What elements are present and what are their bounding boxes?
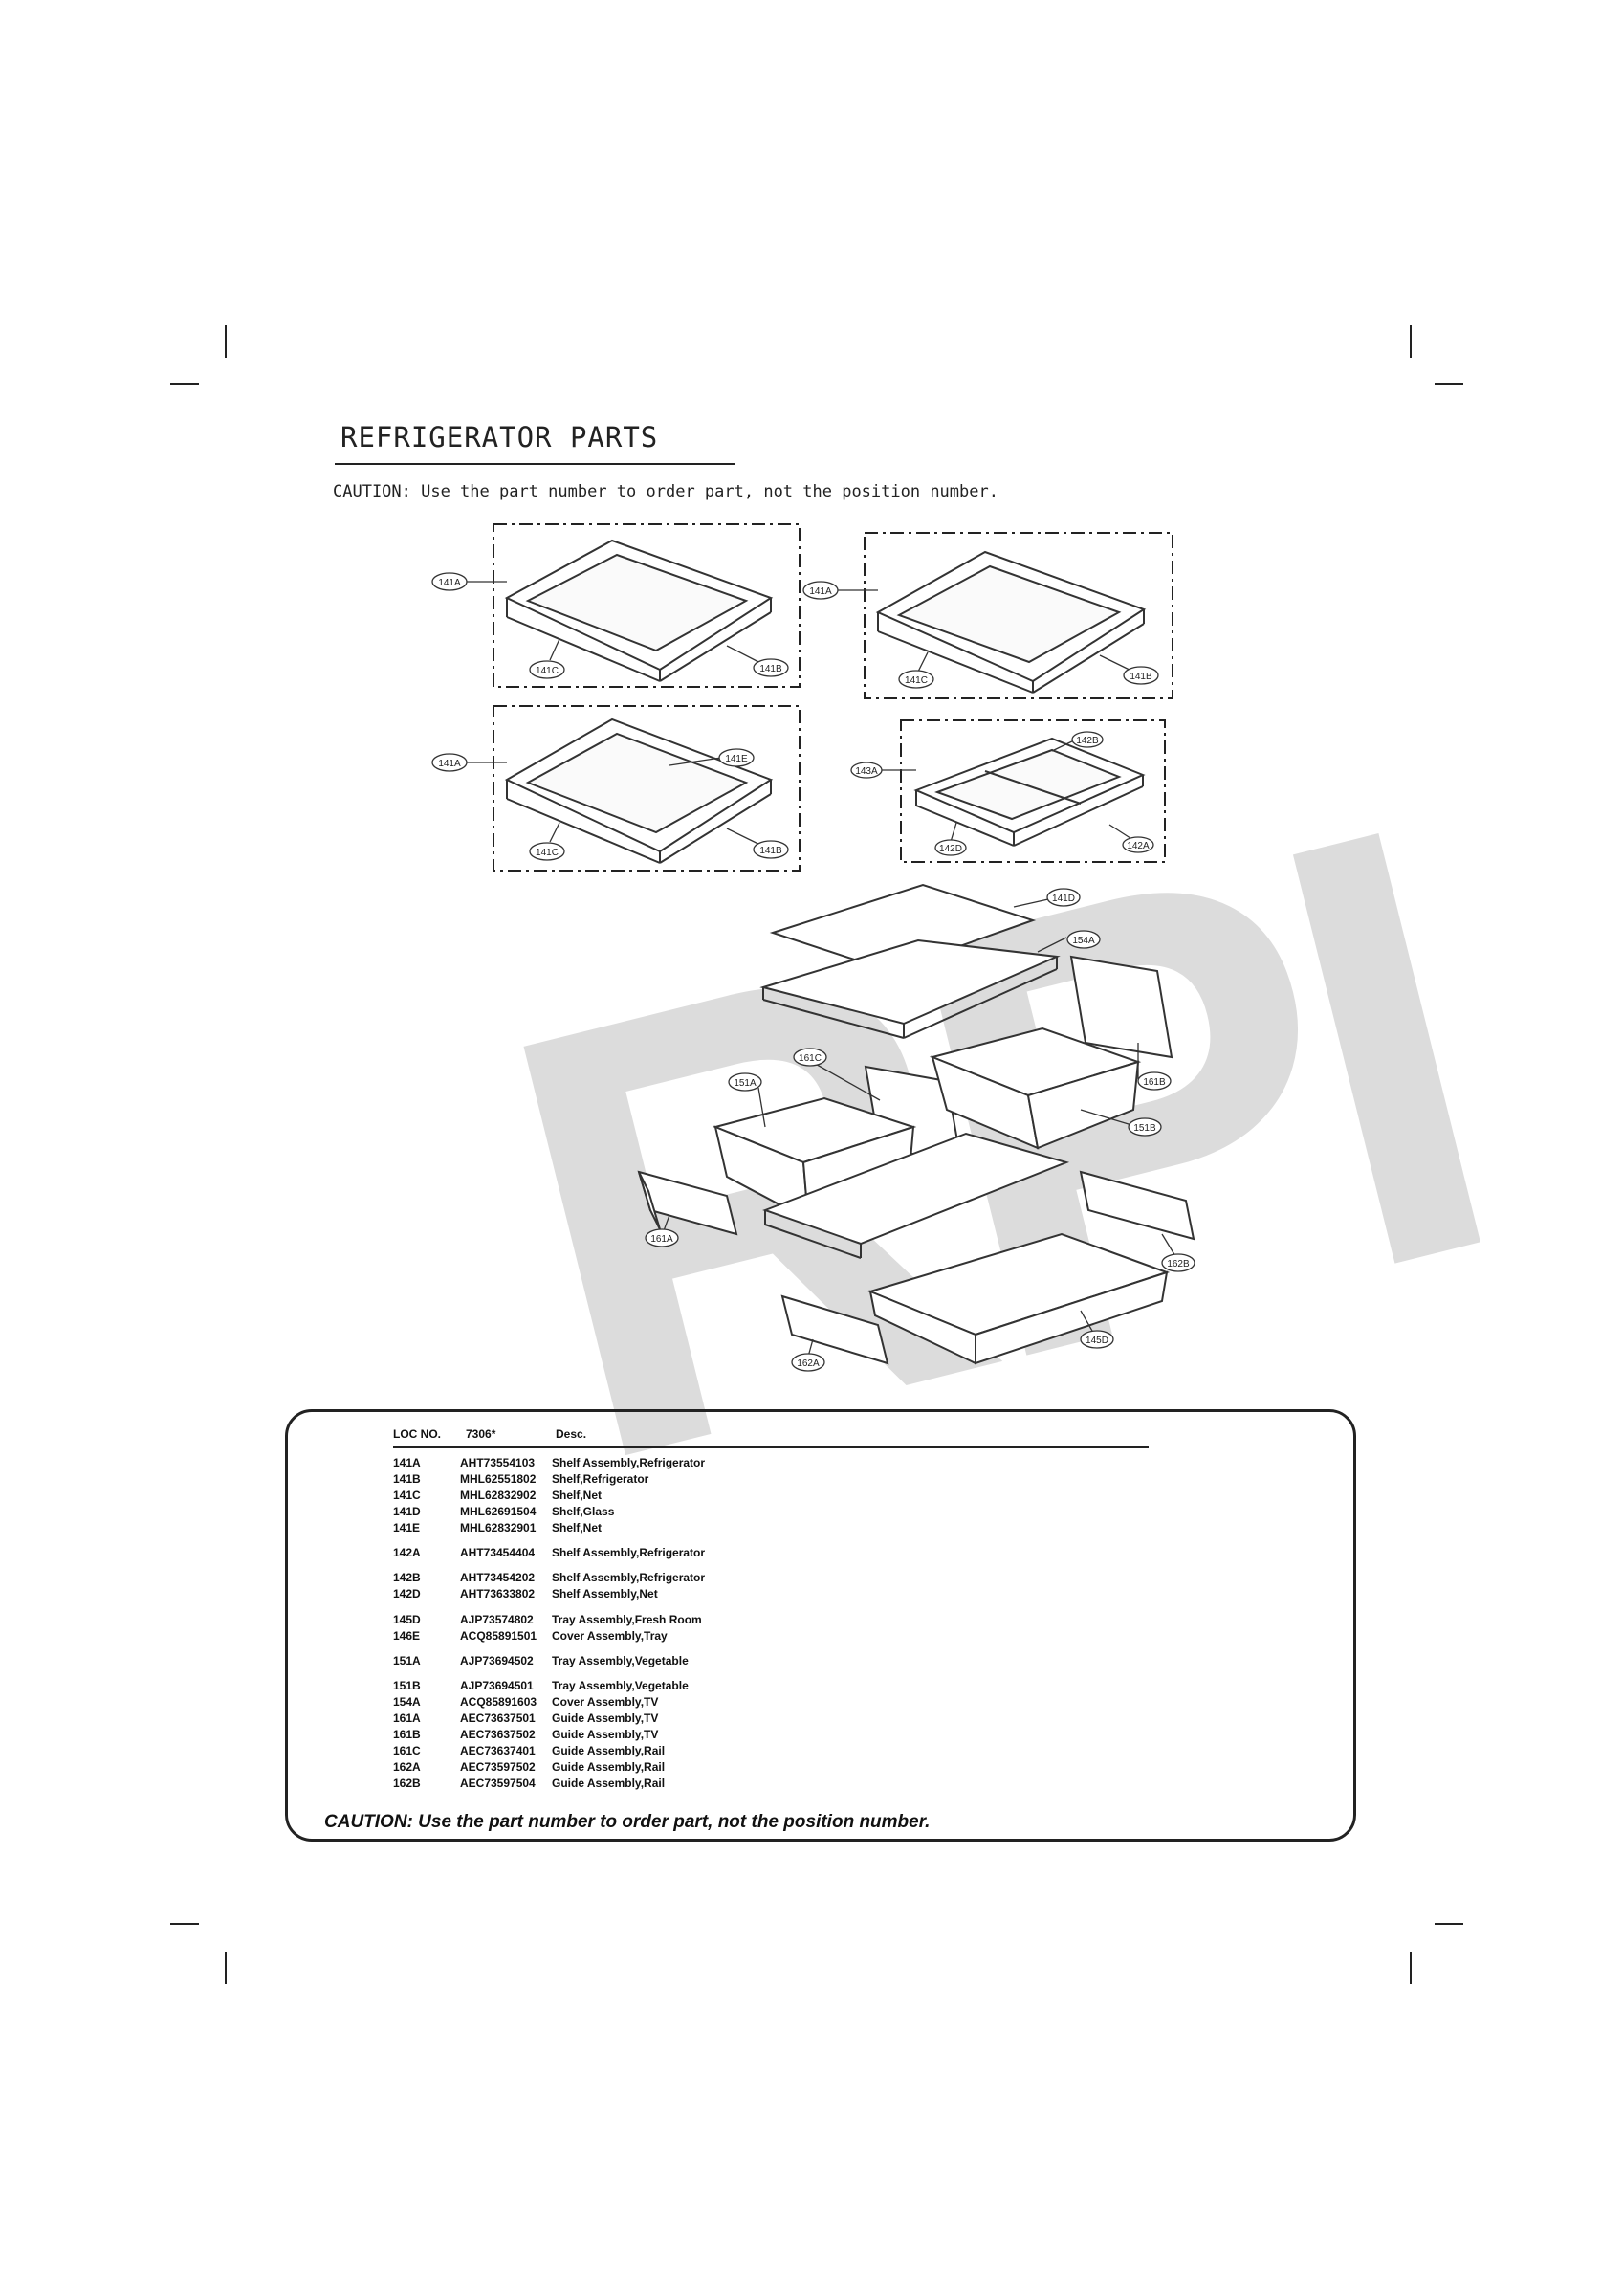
shelf-box-1 bbox=[493, 523, 801, 688]
crop-mark bbox=[1435, 1923, 1463, 1925]
callout-154a bbox=[1066, 930, 1101, 949]
callout-161a bbox=[645, 1228, 679, 1247]
callout-141c bbox=[529, 660, 565, 679]
shelf-box-3 bbox=[493, 705, 801, 872]
callout-141d bbox=[1046, 888, 1081, 907]
callout-text: 145D bbox=[1086, 1336, 1108, 1346]
shelf-assembly-4 bbox=[913, 737, 1146, 847]
caution-note-top: CAUTION: Use the part number to order pa… bbox=[333, 482, 998, 501]
callout-141e bbox=[718, 748, 755, 767]
header-description: Desc. bbox=[556, 1427, 587, 1441]
shelf-assembly-2 bbox=[875, 550, 1147, 694]
callout-141c bbox=[529, 842, 565, 861]
caution-note-bottom: CAUTION: Use the part number to order pa… bbox=[324, 1812, 931, 1832]
guide-162a bbox=[780, 1294, 889, 1365]
callout-151b bbox=[1128, 1117, 1162, 1137]
callout-text: 141C bbox=[536, 666, 559, 676]
callout-text: 141B bbox=[759, 846, 782, 856]
callout-text: 141C bbox=[905, 675, 928, 686]
callout-162b bbox=[1161, 1253, 1195, 1272]
callout-142b bbox=[1071, 731, 1104, 748]
callout-text: 141A bbox=[438, 759, 461, 769]
callout-text: 141D bbox=[1052, 894, 1075, 904]
callout-text: 141A bbox=[809, 586, 832, 597]
callout-142a bbox=[1122, 836, 1154, 853]
callout-161c bbox=[793, 1048, 827, 1067]
crop-mark bbox=[1410, 325, 1412, 358]
callout-text: 161A bbox=[650, 1234, 673, 1245]
callout-161b bbox=[1137, 1071, 1172, 1091]
callout-142d bbox=[934, 839, 967, 856]
shelf-box-4 bbox=[900, 719, 1166, 863]
callout-text: 162B bbox=[1167, 1259, 1190, 1269]
callout-141c bbox=[898, 670, 934, 689]
callout-text: 161C bbox=[799, 1053, 822, 1064]
shelf-assembly-3 bbox=[504, 718, 774, 864]
callout-145d bbox=[1080, 1330, 1114, 1349]
callout-141b bbox=[753, 658, 789, 677]
shelf-assembly-1 bbox=[504, 539, 774, 682]
callout-text: 142D bbox=[939, 844, 962, 854]
title-underline bbox=[335, 463, 735, 465]
callout-text: 154A bbox=[1072, 936, 1095, 946]
callout-141b bbox=[1123, 666, 1159, 685]
guide-161b bbox=[1069, 955, 1173, 1059]
exploded-assembly bbox=[637, 883, 1195, 1365]
tray-cover bbox=[762, 1132, 1070, 1246]
callout-text: 142A bbox=[1127, 841, 1150, 851]
guide-162b bbox=[1079, 1170, 1195, 1241]
callout-text: 141E bbox=[725, 754, 748, 764]
crop-mark bbox=[225, 1952, 227, 1984]
header-loc-no: LOC NO. bbox=[393, 1427, 441, 1441]
crop-mark bbox=[1410, 1952, 1412, 1984]
callout-141a bbox=[802, 581, 839, 600]
callout-text: 151A bbox=[734, 1078, 757, 1089]
callout-text: 141B bbox=[759, 664, 782, 674]
callout-143a bbox=[850, 762, 883, 779]
callout-162a bbox=[791, 1353, 825, 1372]
shelf-box-2 bbox=[864, 532, 1173, 699]
callout-text: 142B bbox=[1076, 736, 1099, 746]
header-part-number: 7306* bbox=[466, 1427, 496, 1441]
guide-161a bbox=[637, 1170, 738, 1236]
callout-text: 141A bbox=[438, 578, 461, 588]
table-header-rule bbox=[393, 1446, 1149, 1448]
callout-text: 151B bbox=[1133, 1123, 1156, 1134]
callout-text: 143A bbox=[855, 766, 878, 777]
callout-text: 161B bbox=[1143, 1077, 1166, 1088]
crop-mark bbox=[170, 1923, 199, 1925]
callout-text: 141B bbox=[1130, 672, 1152, 682]
callout-141b bbox=[753, 840, 789, 859]
callout-text: 141C bbox=[536, 848, 559, 858]
crop-mark bbox=[225, 325, 227, 358]
callout-141a bbox=[431, 572, 468, 591]
callout-151a bbox=[728, 1072, 762, 1092]
callout-text: 162A bbox=[797, 1358, 820, 1369]
crop-mark bbox=[1435, 383, 1463, 385]
page-title: REFRIGERATOR PARTS bbox=[340, 421, 659, 453]
glass-shelf bbox=[769, 883, 1037, 973]
callout-141a bbox=[431, 753, 468, 772]
crop-mark bbox=[170, 383, 199, 385]
